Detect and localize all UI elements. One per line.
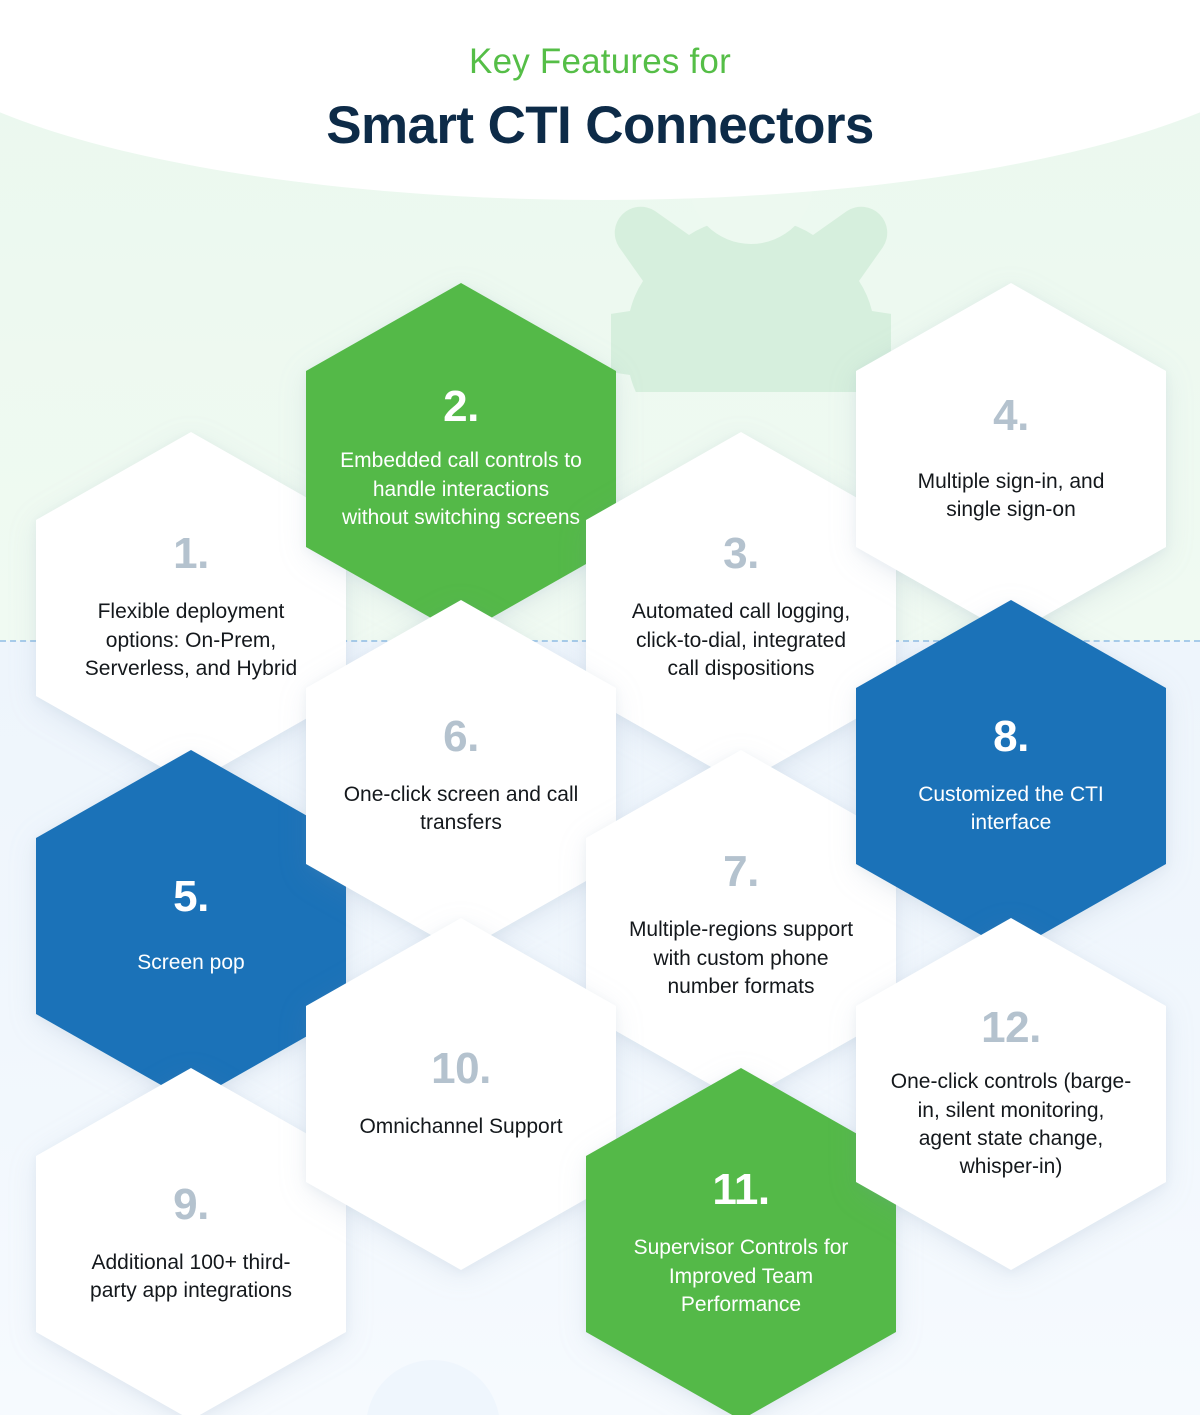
feature-hex-10[interactable]: 10. Omnichannel Support bbox=[306, 918, 616, 1270]
feature-label: Additional 100+ third-party app integrat… bbox=[90, 1250, 292, 1302]
feature-number: 3. bbox=[723, 529, 759, 579]
feature-hex-1[interactable]: 1. Flexible deployment options: On-Prem,… bbox=[36, 432, 346, 784]
feature-hex-7-wrapper: 7. Multiple-regions support with custom … bbox=[586, 750, 896, 1102]
page-title: Smart CTI Connectors bbox=[326, 96, 874, 156]
feature-label: Supervisor Controls for Improved Team Pe… bbox=[633, 1236, 849, 1317]
feature-label: Automated call logging, click-to-dial, i… bbox=[631, 600, 851, 681]
feature-hex-6[interactable]: 6. One-click screen and call transfers bbox=[306, 600, 616, 952]
feature-label: One-click screen and call transfers bbox=[343, 782, 579, 834]
feature-number: 11. bbox=[712, 1165, 770, 1215]
feature-label: One-click controls (barge-in, silent mon… bbox=[890, 1070, 1132, 1179]
header-panel bbox=[0, 0, 1200, 200]
feature-label: Omnichannel Support bbox=[359, 1114, 563, 1138]
feature-hex-6-wrapper: 6. One-click screen and call transfers bbox=[306, 600, 616, 952]
feature-number: 1. bbox=[173, 529, 209, 579]
gear-icon bbox=[611, 182, 891, 392]
feature-hex-2-wrapper: 2. Embedded call controls to handle inte… bbox=[306, 283, 616, 635]
feature-hex-5-wrapper: 5. Screen pop bbox=[36, 750, 346, 1102]
feature-hex-5[interactable]: 5. Screen pop bbox=[36, 750, 346, 1102]
feature-number: 9. bbox=[173, 1179, 209, 1229]
feature-label: Multiple-regions support with custom pho… bbox=[628, 918, 854, 999]
feature-number: 4. bbox=[993, 390, 1029, 440]
feature-number: 12. bbox=[981, 1003, 1041, 1053]
feature-hex-8[interactable]: 8. Customized the CTI interface bbox=[856, 600, 1166, 952]
feature-number: 6. bbox=[443, 711, 479, 761]
feature-hex-3[interactable]: 3. Automated call logging, click-to-dial… bbox=[586, 432, 896, 784]
feature-number: 8. bbox=[993, 711, 1029, 761]
feature-hex-2[interactable]: 2. Embedded call controls to handle inte… bbox=[306, 283, 616, 635]
feature-number: 7. bbox=[723, 847, 759, 897]
feature-hex-12[interactable]: 12. One-click controls (barge-in, silent… bbox=[856, 918, 1166, 1270]
feature-hex-9[interactable]: 9. Additional 100+ third-party app integ… bbox=[36, 1068, 346, 1415]
feature-label: Multiple sign-in, and single sign-on bbox=[917, 469, 1105, 521]
feature-hex-4-wrapper: 4. Multiple sign-in, and single sign-on bbox=[856, 283, 1166, 635]
feature-hex-11[interactable]: 11. Supervisor Controls for Improved Tea… bbox=[586, 1068, 896, 1415]
feature-hex-1-wrapper: 1. Flexible deployment options: On-Prem,… bbox=[36, 432, 346, 784]
feature-number: 10. bbox=[431, 1043, 491, 1093]
feature-label: Customized the CTI interface bbox=[918, 782, 1104, 834]
feature-number: 2. bbox=[443, 382, 479, 432]
feature-hex-10-wrapper: 10. Omnichannel Support bbox=[306, 918, 616, 1270]
feature-label: Embedded call controls to handle interac… bbox=[340, 449, 582, 530]
feature-number: 5. bbox=[173, 871, 209, 921]
gear-icon bbox=[283, 1281, 583, 1415]
feature-hex-9-wrapper: 9. Additional 100+ third-party app integ… bbox=[36, 1068, 346, 1415]
feature-hex-7[interactable]: 7. Multiple-regions support with custom … bbox=[586, 750, 896, 1102]
feature-hex-8-wrapper: 8. Customized the CTI interface bbox=[856, 600, 1166, 952]
feature-label: Screen pop bbox=[137, 950, 245, 974]
page-heading: Key Features for Smart CTI Connectors bbox=[0, 0, 1200, 157]
feature-label: Flexible deployment options: On-Prem, Se… bbox=[84, 600, 298, 681]
feature-hex-11-wrapper: 11. Supervisor Controls for Improved Tea… bbox=[586, 1068, 896, 1415]
feature-hex-3-wrapper: 3. Automated call logging, click-to-dial… bbox=[586, 432, 896, 784]
feature-hex-4[interactable]: 4. Multiple sign-in, and single sign-on bbox=[856, 283, 1166, 635]
feature-hex-12-wrapper: 12. One-click controls (barge-in, silent… bbox=[856, 918, 1166, 1270]
heading-eyebrow: Key Features for bbox=[469, 42, 731, 81]
